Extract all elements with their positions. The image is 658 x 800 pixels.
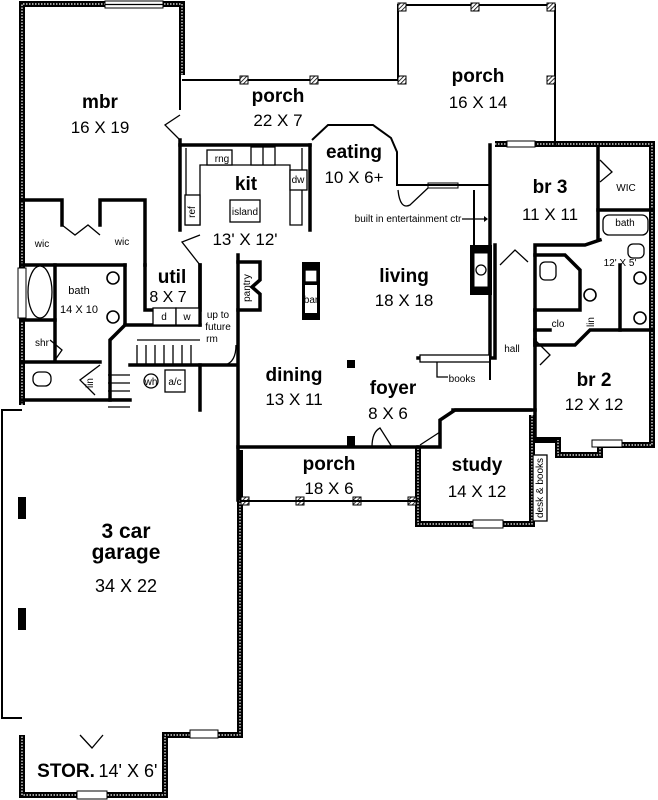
label-dryer: d	[161, 312, 167, 323]
label-bath-br3: bath	[615, 218, 634, 229]
label-washer: w	[182, 312, 191, 323]
room-labels: mbr 16 X 19 porch 22 X 7 porch 16 X 14 e…	[37, 66, 636, 782]
label-rm: rm	[206, 334, 218, 345]
dishwasher-icon	[289, 169, 308, 191]
room-name-br2: br 2	[577, 370, 612, 391]
room-name-garage-1: 3 car	[101, 520, 150, 543]
porch-posts	[239, 2, 556, 506]
room-dim-living: 18 X 18	[375, 291, 434, 310]
room-name-garage-2: garage	[92, 541, 161, 564]
toilet-icon	[32, 371, 52, 387]
toilet-icon	[539, 261, 557, 281]
label-island: island	[232, 207, 258, 218]
room-name-study: study	[452, 455, 503, 476]
label-rng: rng	[215, 154, 229, 165]
label-lin-master: lin	[85, 378, 96, 388]
room-name-porch-rear: porch	[252, 86, 305, 107]
room-dim-mbr: 16 X 19	[71, 118, 130, 137]
room-name-porch-big: porch	[452, 66, 505, 87]
room-name-porch-front: porch	[303, 454, 356, 475]
room-name-foyer: foyer	[370, 378, 417, 399]
label-future: future	[205, 322, 231, 333]
label-bar: bar	[304, 295, 319, 306]
label-entertainment-ctr: built in entertainment ctr	[355, 214, 462, 225]
label-books: books	[449, 374, 476, 385]
room-dim-bath-master: 14 X 10	[60, 304, 98, 316]
label-water-heater: wh	[144, 377, 158, 388]
door-swings	[49, 114, 613, 749]
stairs	[108, 339, 200, 408]
label-clo: clo	[552, 319, 565, 330]
interior-walls	[20, 4, 654, 502]
sink-icon	[106, 310, 120, 324]
room-name-br3: br 3	[533, 177, 568, 198]
room-dim-foyer: 8 X 6	[368, 404, 408, 423]
range-icon	[206, 149, 233, 166]
label-wic-left: wic	[34, 239, 49, 250]
room-dim-garage: 34 X 22	[95, 576, 157, 596]
sink-icon	[106, 271, 120, 285]
room-name-mbr: mbr	[82, 92, 119, 113]
label-wic-right: wic	[114, 237, 129, 248]
room-name-bath-master: bath	[68, 285, 89, 297]
fixture-labels: wic wic WIC bath shr rng dw ref island p…	[34, 154, 636, 518]
garage-pier	[18, 497, 26, 519]
garage-pier	[18, 608, 26, 630]
desk-books	[532, 454, 548, 522]
room-dim-kit: 13' X 12'	[212, 230, 277, 249]
room-dim-study: 14 X 12	[448, 482, 507, 501]
label-desk-books: desk & books	[535, 458, 546, 518]
room-name-kit: kit	[235, 174, 258, 195]
label-ref: ref	[187, 206, 198, 218]
bathtub-icon	[602, 214, 649, 236]
label-up-to: up to	[207, 310, 230, 321]
label-shr: shr	[35, 338, 50, 349]
room-name-eating: eating	[326, 142, 382, 163]
bathtub-icon	[27, 265, 53, 319]
room-dim-stor: 14' X 6'	[99, 761, 158, 781]
label-lin-hall: lin	[586, 317, 597, 327]
room-name-dining: dining	[266, 365, 323, 386]
room-dim-dining: 13 X 11	[265, 390, 322, 409]
sink-icon	[633, 271, 647, 285]
room-dim-eating: 10 X 6+	[324, 168, 383, 187]
toilet-icon	[627, 243, 645, 259]
room-dim-br3: 11 X 11	[522, 205, 578, 224]
label-ac: a/c	[168, 377, 181, 388]
fixtures	[27, 146, 649, 522]
refrigerator-icon	[184, 194, 201, 226]
sink-icon	[633, 311, 647, 325]
room-name-stor: STOR.	[37, 761, 95, 782]
room-dim-br2: 12 X 12	[565, 395, 624, 414]
room-dim-porch-big: 16 X 14	[449, 93, 508, 112]
label-wic-br3: WIC	[616, 183, 635, 194]
bar-sink-icon	[304, 269, 318, 283]
room-dim-util: 8 X 7	[149, 289, 186, 306]
room-dim-porch-rear: 22 X 7	[253, 111, 302, 130]
label-hall: hall	[504, 344, 520, 355]
room-name-util: util	[158, 267, 187, 288]
sink-icon	[583, 288, 597, 302]
room-dim-bath-shared: 12' X 5'	[604, 258, 637, 269]
room-name-living: living	[379, 266, 429, 287]
label-pantry: pantry	[242, 274, 253, 302]
label-dw: dw	[292, 175, 306, 186]
room-dim-porch-front: 18 X 6	[304, 479, 353, 498]
island	[229, 199, 261, 223]
